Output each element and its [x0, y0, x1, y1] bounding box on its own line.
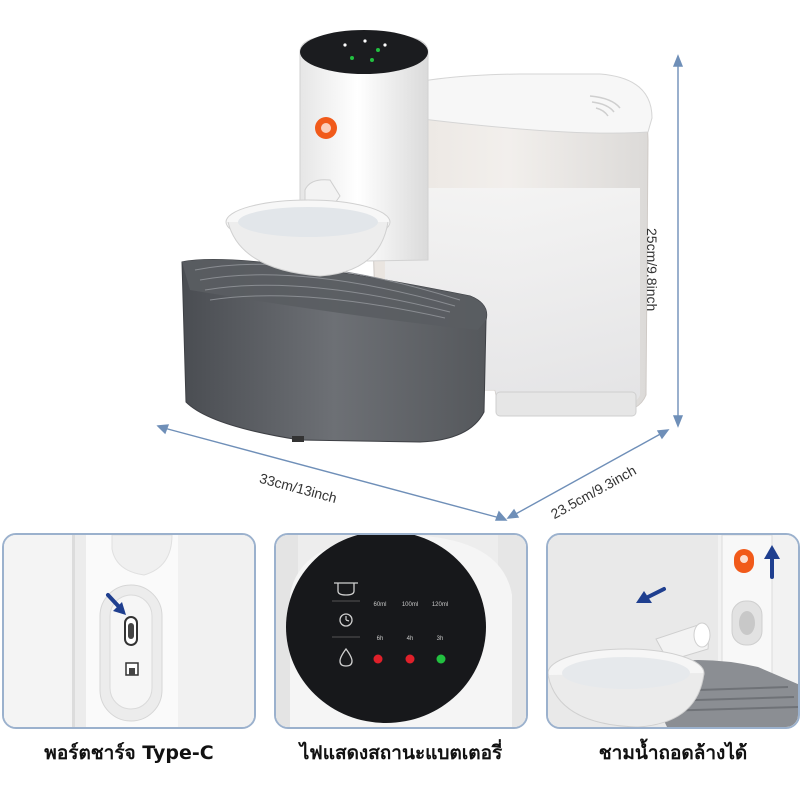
status-led-green — [436, 654, 446, 664]
timer-label-2: 4h — [407, 636, 414, 642]
water-bowl — [225, 199, 391, 277]
portion-label-1: 60ml — [373, 602, 386, 608]
timer-label-3: 3h — [437, 636, 444, 642]
display-screen — [286, 535, 486, 723]
base-tray — [181, 259, 488, 443]
bowl-icon — [337, 583, 355, 596]
arrow-up-icon — [764, 545, 780, 579]
portion-label-2: 100ml — [402, 602, 418, 608]
product-illustration — [156, 30, 684, 521]
clock-icon — [339, 613, 353, 627]
tower-display-top — [300, 30, 428, 74]
dimension-lines — [156, 54, 684, 521]
tank-lid — [365, 73, 653, 134]
arrow-icon — [106, 593, 126, 615]
feature-caption-charging-port: พอร์ตชาร์จ Type-C — [44, 742, 214, 764]
panel-battery-indicator: 60ml 100ml 120ml 6h 4h 3h — [274, 533, 528, 729]
status-led-red-1 — [373, 654, 383, 664]
panel-removable-bowl — [546, 533, 800, 729]
portion-label-3: 120ml — [432, 602, 448, 608]
feature-caption-battery-indicator: ไฟแสดงสถานะแบตเตอรี่ — [299, 742, 503, 764]
status-led-red-2 — [405, 654, 415, 664]
height-dimension-label: 25cm/9.8inch — [644, 228, 660, 312]
droplet-icon — [339, 647, 353, 667]
feature-caption-removable-bowl: ชามน้ำถอดล้างได้ — [598, 742, 748, 764]
timer-label-1: 6h — [377, 636, 384, 642]
arrow-icon — [636, 587, 666, 603]
panel-charging-port — [2, 533, 256, 729]
